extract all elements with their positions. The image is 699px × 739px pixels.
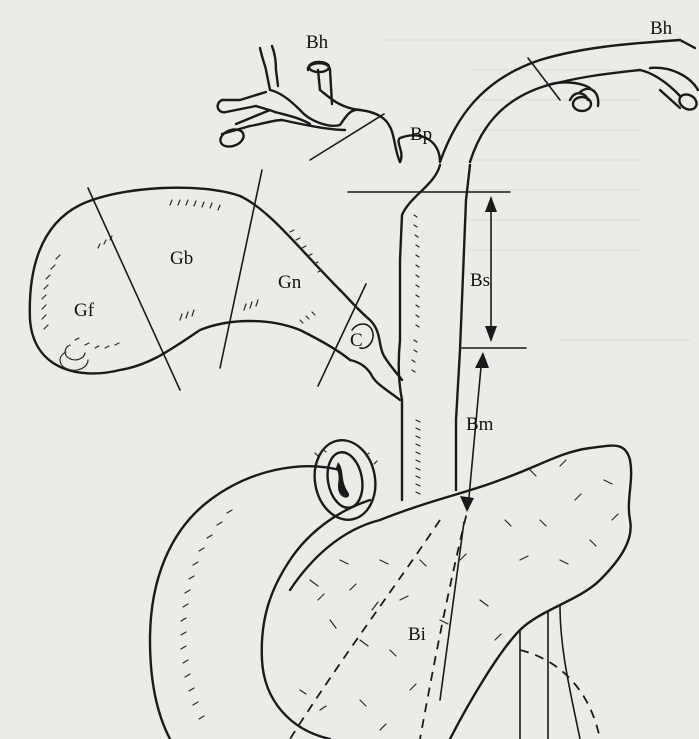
label-c: C xyxy=(350,330,363,351)
gallbladder xyxy=(30,188,402,400)
common-bile-duct xyxy=(399,165,470,500)
label-gn: Gn xyxy=(278,272,302,293)
label-gb: Gb xyxy=(170,248,193,269)
division-lines xyxy=(88,58,560,390)
label-bh-left: Bh xyxy=(306,32,329,53)
label-bp: Bp xyxy=(410,124,432,145)
label-gf: Gf xyxy=(74,300,95,321)
duodenum xyxy=(150,435,381,739)
hepatic-ducts xyxy=(218,40,699,162)
label-bs: Bs xyxy=(470,270,490,291)
label-bi: Bi xyxy=(408,624,426,645)
label-bm: Bm xyxy=(466,414,494,435)
background-texture xyxy=(380,40,690,340)
label-bh-right: Bh xyxy=(650,18,673,39)
